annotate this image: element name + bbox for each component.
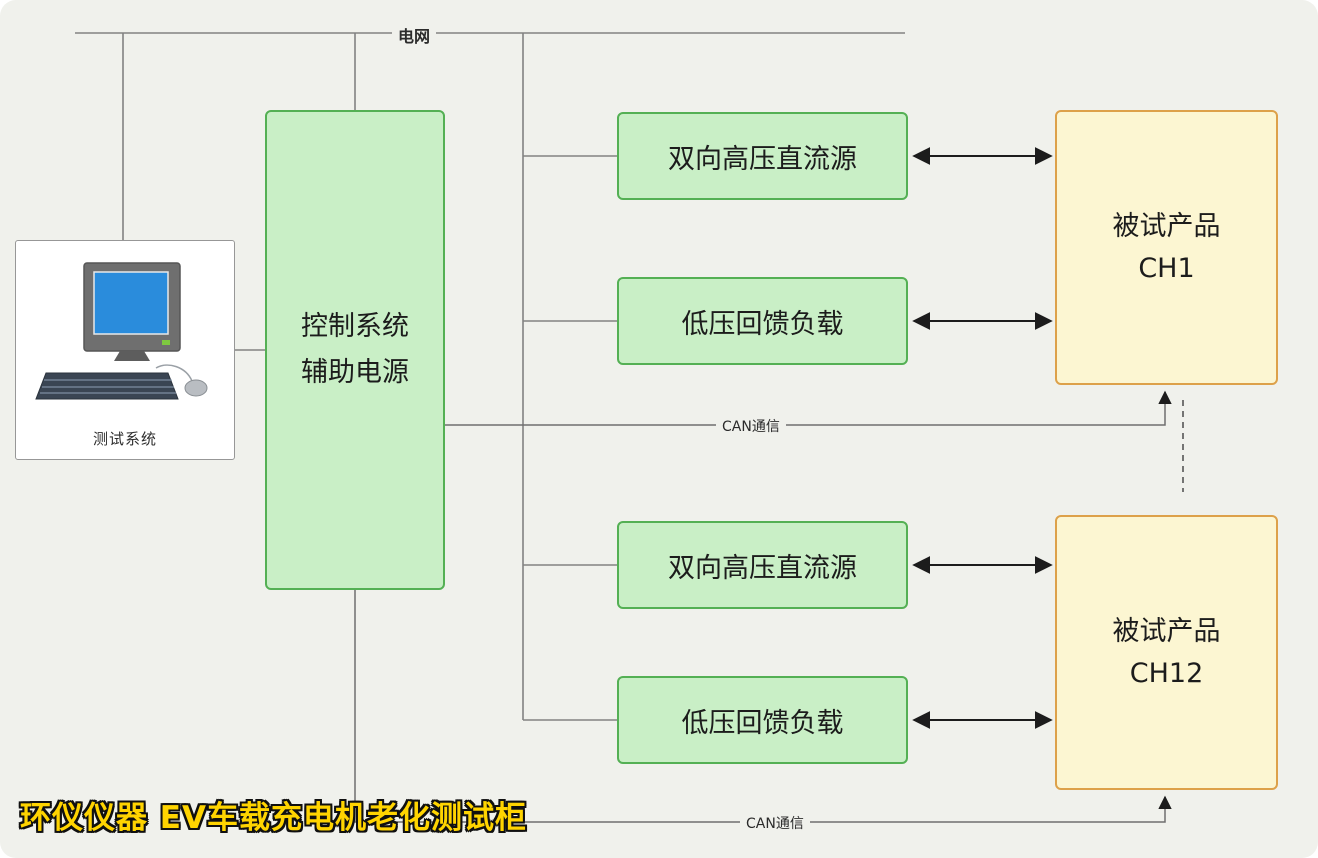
dc-source-label-ch1: 双向高压直流源 bbox=[668, 143, 857, 175]
dut-box-ch12: 被试产品 CH12 bbox=[1055, 515, 1278, 790]
dut-label-ch1-line1: 被试产品 bbox=[1112, 210, 1221, 242]
feedback-load-label-ch12: 低压回馈负载 bbox=[681, 707, 844, 739]
can-label-top: CAN通信 bbox=[716, 416, 786, 436]
mouse bbox=[184, 379, 208, 397]
can-label-bottom: CAN通信 bbox=[740, 813, 810, 833]
dut-label-ch12-line1: 被试产品 bbox=[1112, 615, 1221, 647]
dc-source-box-ch1: 双向高压直流源 bbox=[617, 112, 908, 200]
dut-label-ch12-line2: CH12 bbox=[1129, 657, 1204, 689]
feedback-load-box-ch1: 低压回馈负载 bbox=[617, 277, 908, 365]
dc-source-box-ch12: 双向高压直流源 bbox=[617, 521, 908, 609]
control-system-label-line1: 控制系统 bbox=[301, 311, 409, 343]
feedback-load-label-ch1: 低压回馈负载 bbox=[681, 308, 844, 340]
control-system-label-line2: 辅助电源 bbox=[301, 357, 409, 388]
monitor-screen bbox=[93, 271, 169, 335]
monitor-led bbox=[162, 340, 170, 345]
control-system-box: 控制系统 辅助电源 bbox=[265, 110, 445, 590]
watermark-title: 环仪仪器 EV车载充电机老化测试柜 bbox=[20, 800, 527, 836]
keyboard bbox=[35, 372, 179, 400]
monitor-stand bbox=[114, 351, 150, 361]
test-system-label: 测试系统 bbox=[92, 430, 157, 448]
dut-label-ch1-line2: CH1 bbox=[1138, 252, 1195, 284]
can-line-top bbox=[445, 390, 1172, 426]
feedback-load-box-ch12: 低压回馈负载 bbox=[617, 676, 908, 764]
dc-source-label-ch12: 双向高压直流源 bbox=[668, 552, 857, 584]
grid-label: 电网 bbox=[392, 23, 437, 47]
mouse-cable bbox=[155, 364, 193, 382]
computer-icon bbox=[35, 262, 208, 400]
dut-box-ch1: 被试产品 CH1 bbox=[1055, 110, 1278, 385]
test-system-box: 测试系统 bbox=[15, 240, 235, 460]
